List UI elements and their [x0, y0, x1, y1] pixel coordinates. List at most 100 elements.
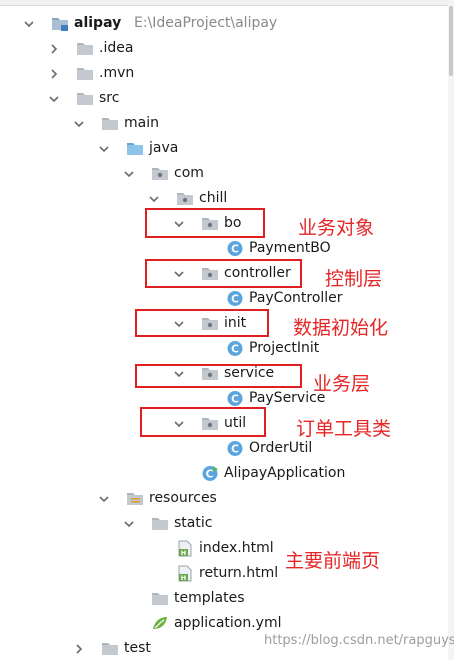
tree-node-label: test [124, 640, 151, 656]
chevron-down-icon[interactable] [171, 361, 187, 386]
package-icon [201, 265, 219, 282]
html-file-icon: H [176, 565, 194, 582]
package-icon [201, 415, 219, 432]
package-icon [201, 315, 219, 332]
java-class-icon: C [226, 390, 244, 407]
chevron-down-icon[interactable] [171, 261, 187, 286]
tree-node-label: main [124, 115, 159, 131]
tree-node-label: PaymentBO [249, 240, 331, 256]
java-class-icon: C [226, 290, 244, 307]
chevron-down-icon[interactable] [21, 11, 37, 36]
package-icon [201, 365, 219, 382]
tree-node-templates[interactable]: templates [0, 586, 454, 611]
tree-node-label: controller [224, 265, 291, 281]
svg-text:C: C [206, 469, 214, 481]
svg-text:C: C [231, 344, 239, 356]
tree-node-com[interactable]: com [0, 161, 454, 186]
annotation-label: 订单工具类 [296, 418, 392, 440]
chevron-right-icon[interactable] [71, 636, 87, 661]
annotation-label: 业务对象 [298, 217, 375, 239]
tree-node-label: java [149, 140, 179, 156]
tree-node-mvn[interactable]: .mvn [0, 61, 454, 86]
tree-node-paymentbo[interactable]: C PaymentBO [0, 236, 454, 261]
chevron-down-icon[interactable] [121, 161, 137, 186]
chevron-right-icon[interactable] [46, 61, 62, 86]
tree-node-label: src [99, 90, 120, 106]
chevron-down-icon[interactable] [121, 511, 137, 536]
tree-node-static[interactable]: static [0, 511, 454, 536]
tree-node-label: return.html [199, 565, 279, 581]
tree-node-controller[interactable]: controller [0, 261, 454, 286]
chevron-down-icon[interactable] [171, 311, 187, 336]
tree-node-label: resources [149, 490, 217, 506]
yml-file-icon [151, 615, 169, 632]
tree-node-service[interactable]: service [0, 361, 454, 386]
tree-node-init[interactable]: init [0, 311, 454, 336]
tree-node-label: chill [199, 190, 228, 206]
chevron-right-icon[interactable] [46, 36, 62, 61]
tree-node-alipayapplication[interactable]: C AlipayApplication [0, 461, 454, 486]
tree-node-label: .mvn [99, 65, 135, 81]
tree-node-test[interactable]: test [0, 636, 454, 661]
annotation-label: 数据初始化 [293, 317, 389, 339]
package-icon [151, 165, 169, 182]
highlight-box [145, 259, 302, 288]
chevron-down-icon[interactable] [171, 411, 187, 436]
svg-text:C: C [231, 394, 239, 406]
package-icon [201, 215, 219, 232]
tree-node-java[interactable]: java [0, 136, 454, 161]
tree-node-paycontroller[interactable]: C PayController [0, 286, 454, 311]
svg-text:H: H [181, 574, 186, 582]
tree-node-label: static [174, 515, 213, 531]
svg-text:H: H [181, 549, 186, 557]
svg-text:C: C [231, 444, 239, 456]
tree-node-label: AlipayApplication [224, 465, 346, 481]
folder-icon [101, 640, 119, 657]
annotation-label: 主要前端页 [285, 550, 381, 572]
svg-text:C: C [231, 244, 239, 256]
tree-node-label: OrderUtil [249, 440, 313, 456]
annotation-label: 业务层 [313, 373, 371, 395]
tree-node-orderutil[interactable]: C OrderUtil [0, 436, 454, 461]
chevron-down-icon[interactable] [46, 86, 62, 111]
vertical-scrollbar[interactable] [448, 0, 454, 660]
tree-node-label: bo [224, 215, 242, 231]
tree-node-payservice[interactable]: C PayService [0, 386, 454, 411]
tree-node-label: com [174, 165, 204, 181]
tree-node-label: templates [174, 590, 245, 606]
folder-icon [151, 590, 169, 607]
scrollbar-thumb[interactable] [449, 6, 453, 76]
chevron-down-icon[interactable] [96, 486, 112, 511]
highlight-box [135, 364, 302, 388]
chevron-down-icon[interactable] [146, 186, 162, 211]
annotation-label: 控制层 [325, 268, 383, 290]
tree-node-label: util [224, 415, 247, 431]
html-file-icon: H [176, 540, 194, 557]
tree-node-application-yml[interactable]: application.yml [0, 611, 454, 636]
chevron-down-icon[interactable] [71, 111, 87, 136]
tree-node-idea[interactable]: .idea [0, 36, 454, 61]
tree-node-label: application.yml [174, 615, 282, 631]
tree-node-main[interactable]: main [0, 111, 454, 136]
chevron-down-icon[interactable] [171, 211, 187, 236]
panel-top-edge [0, 0, 454, 6]
highlight-box [135, 309, 269, 337]
tree-node-src[interactable]: src [0, 86, 454, 111]
tree-node-label: service [224, 365, 275, 381]
tree-node-util[interactable]: util [0, 411, 454, 436]
tree-node-resources[interactable]: resources [0, 486, 454, 511]
folder-icon [151, 515, 169, 532]
tree-node-chill[interactable]: chill [0, 186, 454, 211]
chevron-down-icon[interactable] [96, 136, 112, 161]
project-module-icon [51, 15, 69, 32]
tree-node-label: PayController [249, 290, 343, 306]
java-class-icon: C [226, 340, 244, 357]
tree-node-bo[interactable]: bo [0, 211, 454, 236]
svg-text:C: C [231, 294, 239, 306]
tree-node-label: PayService [249, 390, 326, 406]
